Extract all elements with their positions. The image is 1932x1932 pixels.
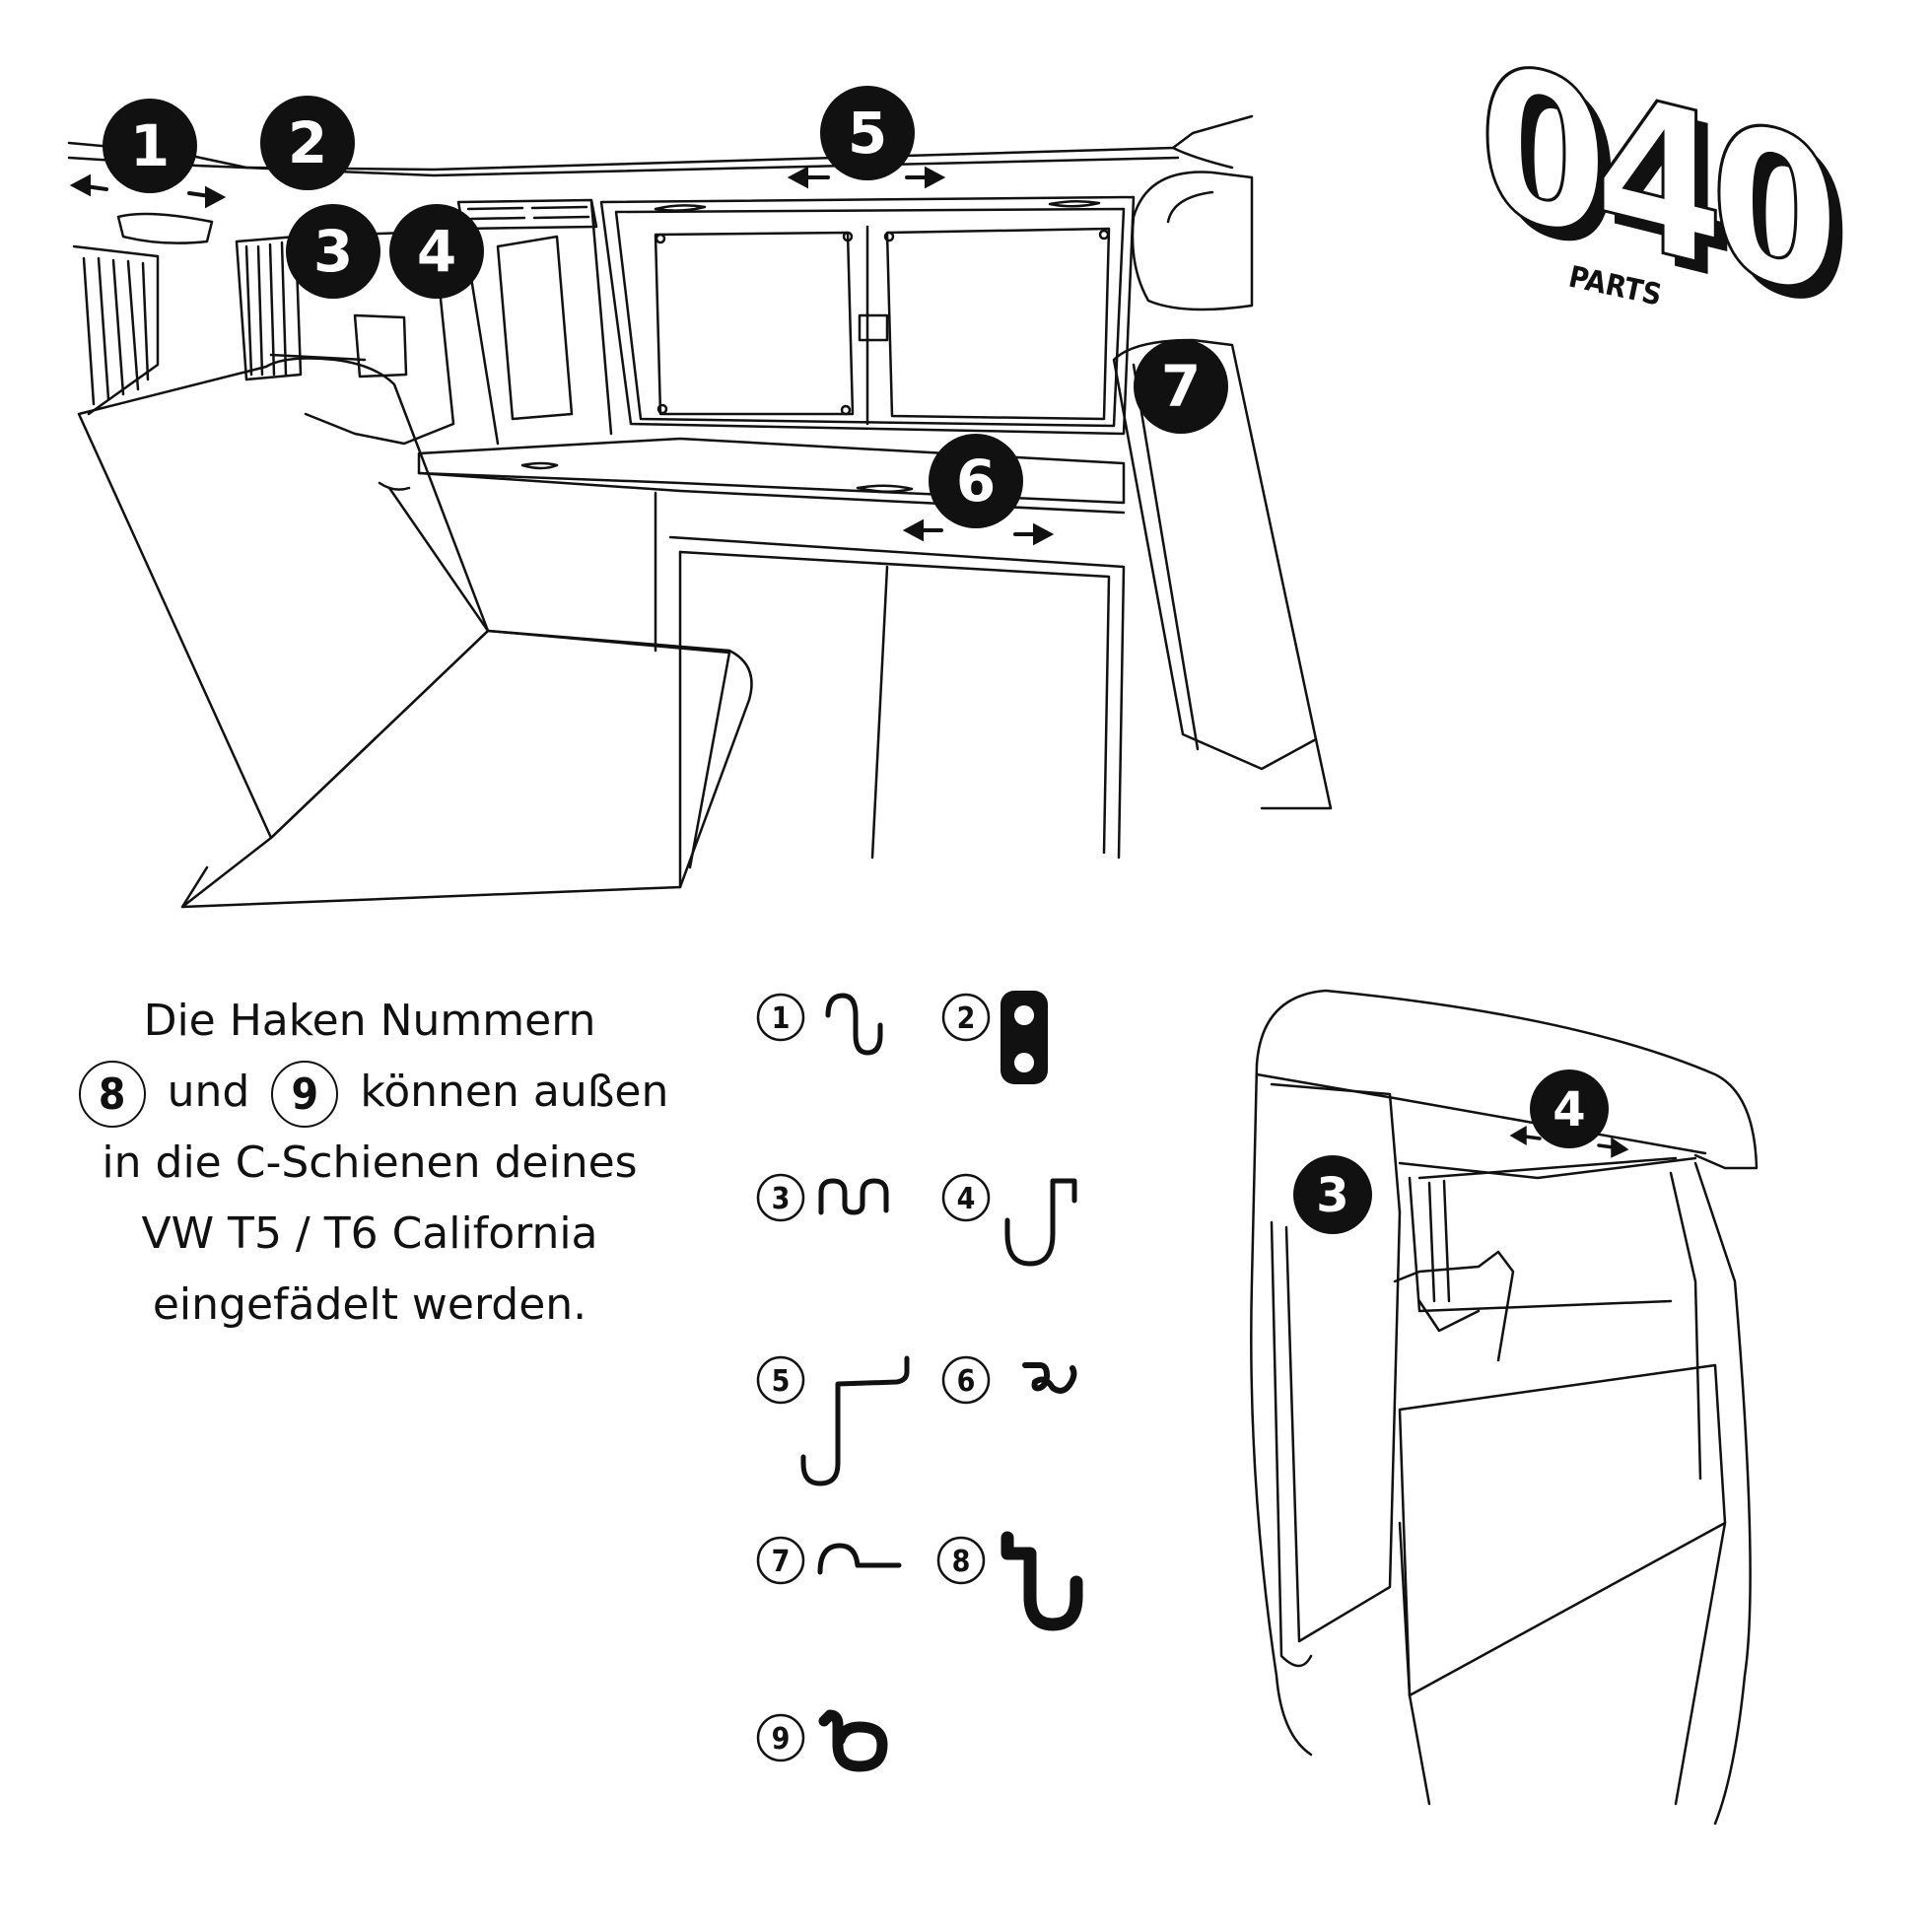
caption-line-1: Die Haken Nummern (143, 996, 596, 1046)
caption-line-2: 8 und 9 können außen (59, 1057, 680, 1128)
svg-text:5: 5 (848, 100, 887, 167)
caption-und: und (167, 1067, 250, 1117)
detail-marker-4: 4 (1530, 1070, 1609, 1148)
svg-text:1: 1 (772, 1001, 791, 1036)
caption-marker-9: 9 (271, 1061, 339, 1128)
hook-7-icon (817, 1543, 902, 1575)
caption-line-5: eingefädelt werden. (152, 1279, 587, 1330)
hook-label-9: 9 (756, 1713, 805, 1762)
hook-3-icon (818, 1178, 889, 1215)
hook-2-icon (1000, 991, 1048, 1084)
svg-text:6: 6 (956, 448, 996, 515)
hook-4-icon (1004, 1178, 1077, 1267)
hook-5-icon (800, 1355, 910, 1486)
marker-2: 2 (260, 96, 355, 190)
hook-label-2: 2 (941, 993, 991, 1042)
hook-label-5: 5 (756, 1355, 805, 1405)
caption-line-4: VW T5 / T6 California (141, 1208, 598, 1259)
hook-8-icon (1000, 1531, 1083, 1631)
hook-label-8: 8 (936, 1536, 986, 1585)
svg-text:3: 3 (313, 218, 353, 285)
hook-6-icon (1022, 1362, 1077, 1394)
svg-text:7: 7 (772, 1545, 791, 1579)
svg-text:7: 7 (1161, 353, 1201, 420)
hook-label-4: 4 (941, 1173, 991, 1222)
marker-5: 5 (820, 86, 915, 180)
svg-text:4: 4 (957, 1182, 976, 1216)
hook-label-1: 1 (756, 993, 805, 1042)
hook-label-7: 7 (756, 1536, 805, 1585)
hook-label-3: 3 (756, 1173, 805, 1222)
svg-text:5: 5 (772, 1364, 791, 1399)
detail-marker-3: 3 (1293, 1155, 1372, 1234)
svg-text:1: 1 (130, 112, 170, 179)
svg-text:4: 4 (1552, 1082, 1585, 1138)
caption-marker-8: 8 (78, 1061, 146, 1128)
hook-label-6: 6 (941, 1355, 991, 1405)
hook-1-icon (825, 993, 883, 1056)
caption-line-3: in die C-Schienen deines (102, 1138, 638, 1188)
caption-block: Die Haken Nummern 8 und 9 können außen i… (59, 986, 680, 1341)
hook-9-icon (818, 1709, 888, 1772)
marker-1: 1 (103, 99, 197, 193)
svg-text:3: 3 (1316, 1168, 1348, 1223)
marker-3: 3 (286, 204, 380, 299)
svg-text:2: 2 (957, 1001, 976, 1036)
svg-text:6: 6 (957, 1364, 976, 1399)
marker-4: 4 (389, 204, 484, 299)
svg-text:2: 2 (288, 109, 327, 176)
svg-text:3: 3 (772, 1182, 791, 1216)
svg-text:8: 8 (952, 1545, 971, 1579)
caption-line-2-rest: können außen (360, 1067, 669, 1117)
marker-7: 7 (1134, 339, 1228, 434)
marker-6: 6 (929, 434, 1023, 528)
svg-text:9: 9 (772, 1722, 791, 1757)
svg-text:4: 4 (417, 218, 456, 285)
